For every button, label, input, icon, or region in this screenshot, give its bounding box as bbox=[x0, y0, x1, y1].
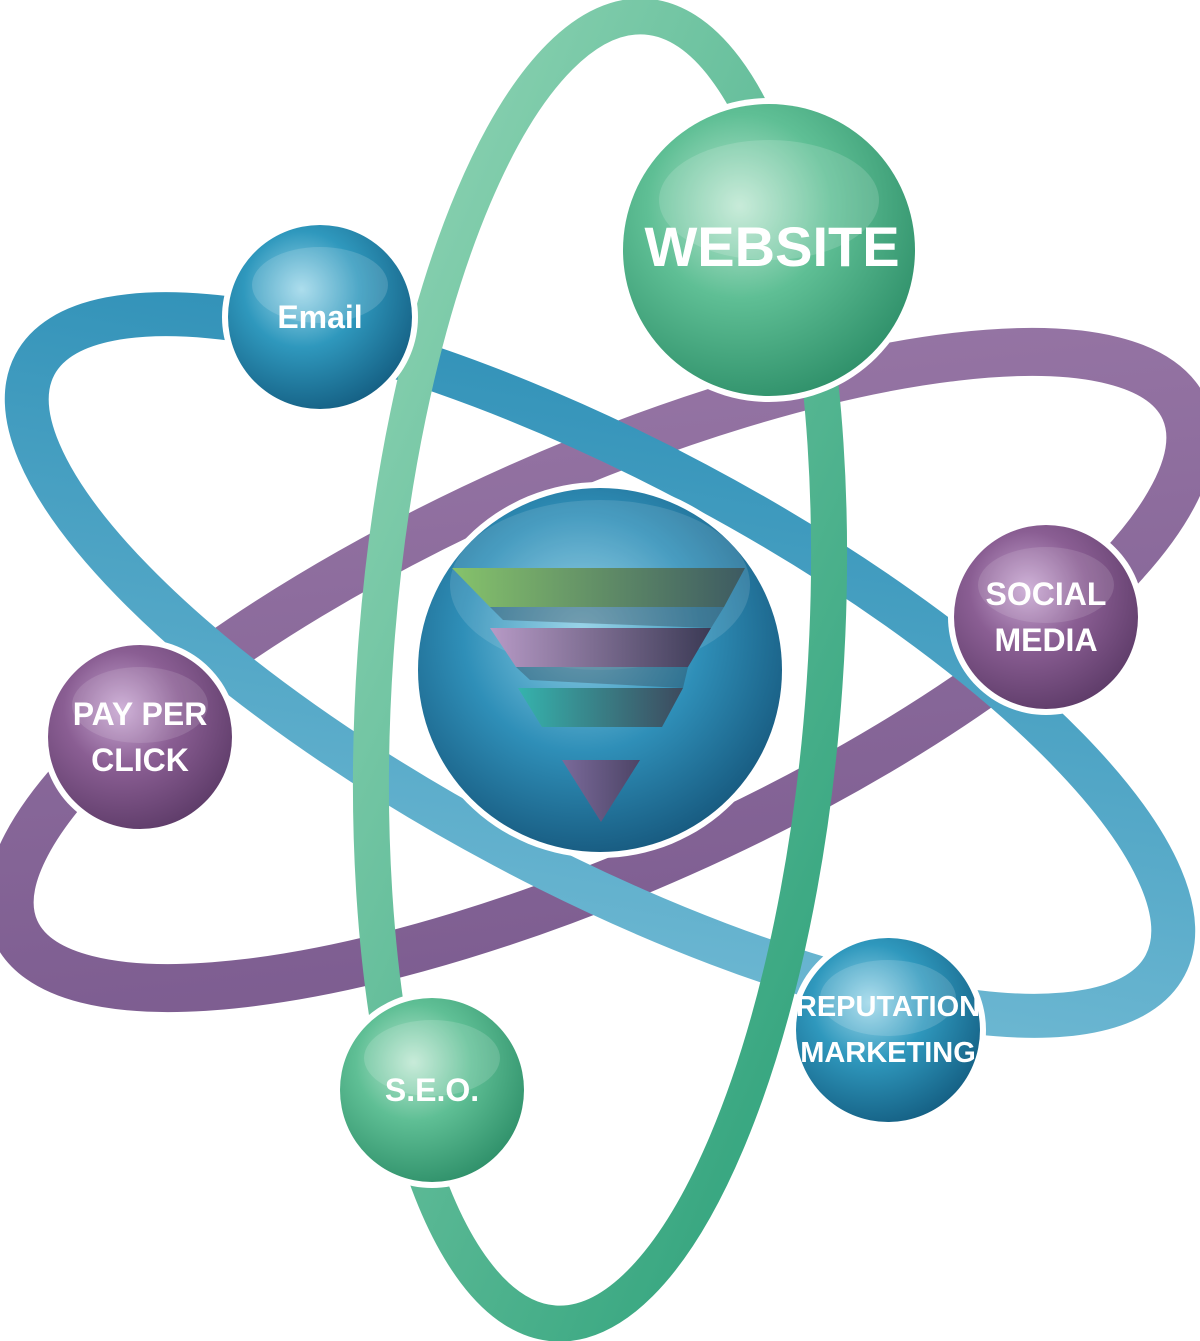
label-line: SOCIAL bbox=[986, 576, 1107, 612]
node-pay-per-click-label: PAY PER CLICK bbox=[73, 696, 208, 778]
orbit-purple bbox=[0, 327, 1200, 1013]
funnel-icon bbox=[452, 568, 745, 822]
node-pay-per-click: PAY PER CLICK bbox=[42, 639, 238, 835]
orbit-blue bbox=[4, 292, 1196, 1038]
node-seo-label: S.E.O. bbox=[385, 1072, 479, 1108]
orbit-green bbox=[352, 0, 848, 1341]
label-line: REPUTATION bbox=[796, 991, 980, 1023]
label-line: Email bbox=[277, 299, 362, 335]
node-reputation-marketing: REPUTATION MARKETING bbox=[790, 932, 986, 1128]
label-line: WEBSITE bbox=[644, 215, 899, 278]
label-line: PAY PER bbox=[73, 696, 208, 732]
node-seo: S.E.O. bbox=[334, 992, 530, 1188]
node-website: WEBSITE bbox=[617, 98, 921, 402]
node-email-label: Email bbox=[277, 299, 362, 335]
label-line: MARKETING bbox=[800, 1037, 976, 1069]
node-website-label: WEBSITE bbox=[644, 215, 899, 278]
node-social-media: SOCIAL MEDIA bbox=[948, 519, 1144, 715]
node-email: Email bbox=[222, 219, 418, 415]
node-reputation-marketing-label: REPUTATION MARKETING bbox=[796, 991, 980, 1069]
center-nucleus bbox=[412, 482, 788, 858]
node-social-media-label: SOCIAL MEDIA bbox=[986, 576, 1107, 658]
label-line: S.E.O. bbox=[385, 1072, 479, 1108]
label-line: MEDIA bbox=[994, 622, 1097, 658]
label-line: CLICK bbox=[91, 742, 189, 778]
